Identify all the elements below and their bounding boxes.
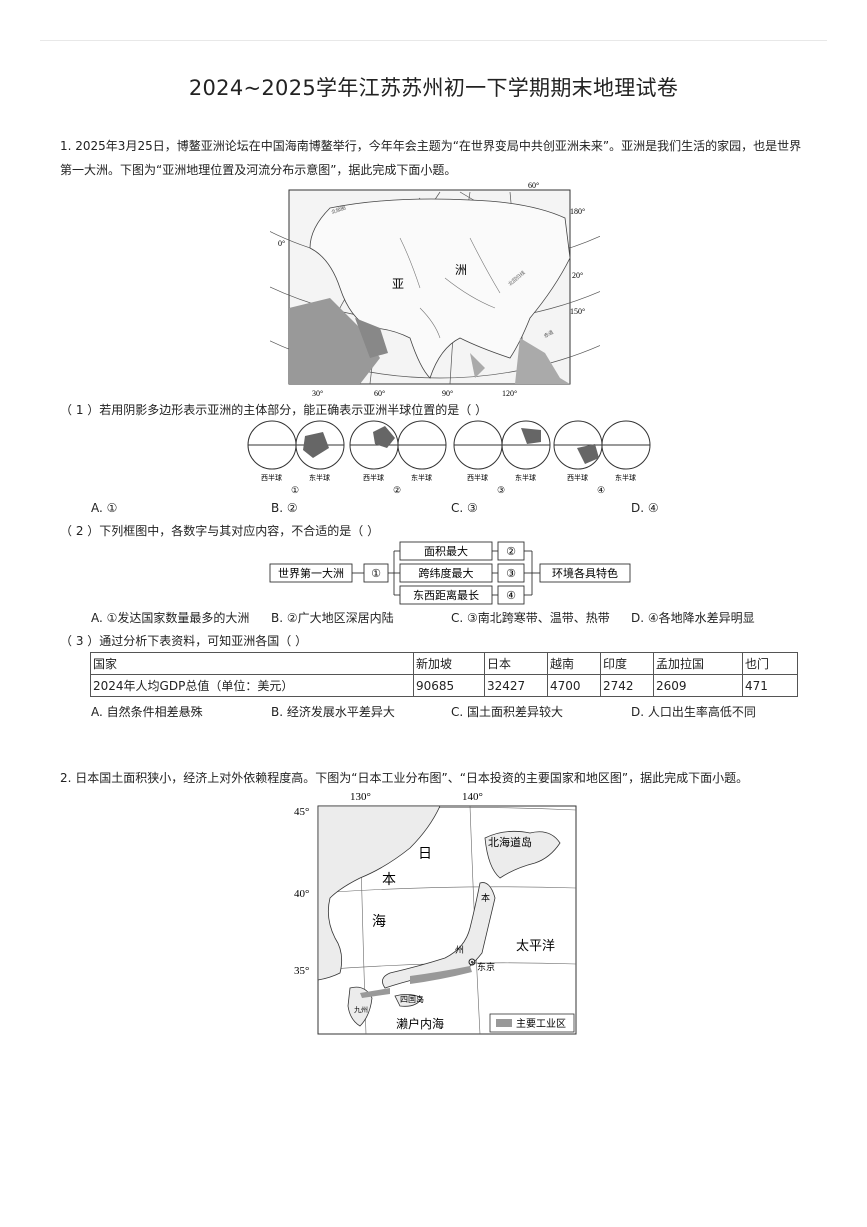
table-cell: 90685 (413, 674, 485, 697)
question-1-sub-2: （ 2 ）下列框图中，各数字与其对应内容，不合适的是（ ） (60, 524, 380, 538)
legend-label: 主要工业区 (516, 1018, 566, 1030)
q1-2-option-a[interactable]: A. ①发达国家数量最多的大洲 (91, 611, 250, 625)
question-1-sub-3: （ 3 ）通过分析下表资料，可知亚洲各国（ ） (60, 634, 308, 648)
asia-map: 亚 洲 60° 180° 0° 20° 150° 30° 60° 90° 120… (270, 181, 600, 398)
box-latitude: 跨纬度最大 (419, 566, 474, 580)
label-60: 60° (528, 181, 539, 190)
gdp-table: 国家 新加坡 日本 越南 印度 孟加拉国 也门 2024年人均GDP总值（单位：… (90, 652, 798, 697)
mark-4: ④ (597, 485, 605, 495)
table-cell: 2742 (600, 674, 654, 697)
label-ya: 亚 (392, 277, 404, 291)
q1-3-option-c[interactable]: C. 国土面积差异较大 (451, 705, 564, 719)
box-n2: ② (506, 546, 516, 558)
label-lon60: 60° (374, 389, 385, 398)
table-cell: 也门 (742, 652, 798, 675)
label-seto: 濑户内海 (396, 1016, 444, 1031)
table-cell: 4700 (547, 674, 601, 697)
q1-1-option-d[interactable]: D. ④ (631, 501, 659, 515)
table-cell: 印度 (600, 652, 654, 675)
q1-1-option-a[interactable]: A. ① (91, 501, 118, 515)
hemi-east-4: 东半球 (615, 473, 636, 482)
hemi-west-2: 西半球 (363, 473, 384, 482)
label-150: 150° (570, 307, 585, 316)
table-row: 2024年人均GDP总值（单位：美元） 90685 32427 4700 274… (90, 674, 798, 697)
table-cell: 国家 (90, 652, 414, 675)
q1-3-option-d[interactable]: D. 人口出生率高低不同 (631, 705, 756, 719)
question-1-sub-1: （ 1 ）若用阴影多边形表示亚洲的主体部分，能正确表示亚洲半球位置的是（ ） (60, 403, 488, 417)
q1-2-option-c[interactable]: C. ③南北跨寒带、温带、热带 (451, 611, 610, 625)
box-environment: 环境各具特色 (552, 566, 618, 580)
label-140: 140° (462, 791, 483, 803)
mark-1: ① (291, 485, 299, 495)
mark-2: ② (393, 485, 401, 495)
label-ben: 本 (382, 872, 396, 888)
label-ri: 日 (418, 847, 432, 862)
q1-2-option-d[interactable]: D. ④各地降水差异明显 (631, 611, 755, 625)
box-east-west: 东西距离最长 (413, 588, 479, 602)
japan-industry-map: 130° 140° 45° 40° 35° 日 本 海 北海道岛 本 州 太平洋… (294, 791, 577, 1035)
label-40: 40° (294, 888, 309, 900)
table-header-row: 国家 新加坡 日本 越南 印度 孟加拉国 也门 (90, 652, 798, 675)
q1-2-option-b[interactable]: B. ②广大地区深居内陆 (271, 611, 394, 625)
label-honshu-zhou: 州 (455, 945, 464, 955)
legend-swatch (496, 1019, 512, 1027)
table-cell: 孟加拉国 (653, 652, 743, 675)
q1-1-option-b[interactable]: B. ② (271, 501, 298, 515)
label-tokyo: 东京 (477, 961, 495, 972)
table-cell: 日本 (484, 652, 548, 675)
label-honshu-ben: 本 (481, 892, 490, 903)
label-45: 45° (294, 806, 309, 818)
table-cell: 新加坡 (413, 652, 485, 675)
feature-flow-diagram: 世界第一大洲 ① 面积最大 跨纬度最大 东西距离最长 ② ③ ④ 环境各具特色 (269, 541, 631, 605)
hemi-east-3: 东半球 (515, 473, 536, 482)
label-zhou: 洲 (455, 263, 467, 277)
page-title: 2024~2025学年江苏苏州初一下学期期末地理试卷 (188, 76, 679, 100)
top-divider (40, 40, 827, 41)
hemi-east-1: 东半球 (309, 473, 330, 482)
question-1-stem: 1. 2025年3月25日，博鳌亚洲论坛在中国海南博鳌举行，今年年会主题为“在世… (60, 139, 802, 177)
label-30: 30° (312, 389, 323, 398)
hemisphere-diagrams: 西半球 东半球 西半球 东半球 西半球 东半球 西半球 东半球 ① ② ③ ④ (247, 420, 651, 495)
label-hokkaido: 北海道岛 (488, 835, 532, 849)
label-20: 20° (572, 271, 583, 280)
label-130: 130° (350, 791, 371, 803)
table-cell: 2024年人均GDP总值（单位：美元） (90, 674, 414, 697)
q1-3-option-a[interactable]: A. 自然条件相差悬殊 (91, 705, 203, 719)
label-35: 35° (294, 965, 309, 977)
hemi-west-1: 西半球 (261, 473, 282, 482)
label-120: 120° (502, 389, 517, 398)
table-cell: 越南 (547, 652, 601, 675)
table-cell: 2609 (653, 674, 743, 697)
box-area: 面积最大 (424, 544, 468, 558)
label-pacific: 太平洋 (516, 938, 555, 953)
label-180: 180° (570, 207, 585, 216)
table-cell: 471 (742, 674, 798, 697)
hemi-west-3: 西半球 (467, 473, 488, 482)
hemi-west-4: 西半球 (567, 473, 588, 482)
mark-3: ③ (497, 485, 505, 495)
box-n3: ③ (506, 568, 516, 580)
hemi-east-2: 东半球 (411, 473, 432, 482)
label-0: 0° (278, 239, 285, 248)
q1-1-option-c[interactable]: C. ③ (451, 501, 478, 515)
label-shikoku: 四国岛 (400, 994, 424, 1004)
legend-box (489, 1013, 575, 1033)
label-arctic-circle: 北极圈 (330, 204, 347, 216)
label-hai: 海 (372, 914, 386, 930)
label-equator: 赤道 (543, 329, 555, 340)
box-n4: ④ (506, 590, 516, 602)
label-kyushu: 九州 (354, 1005, 368, 1014)
q1-3-option-b[interactable]: B. 经济发展水平差异大 (271, 705, 395, 719)
table-cell: 32427 (484, 674, 548, 697)
question-2-stem: 2. 日本国土面积狭小，经济上对外依赖程度高。下图为“日本工业分布图”、“日本投… (60, 771, 749, 785)
box-world-largest: 世界第一大洲 (278, 566, 344, 580)
box-n1: ① (371, 568, 381, 580)
label-90: 90° (442, 389, 453, 398)
